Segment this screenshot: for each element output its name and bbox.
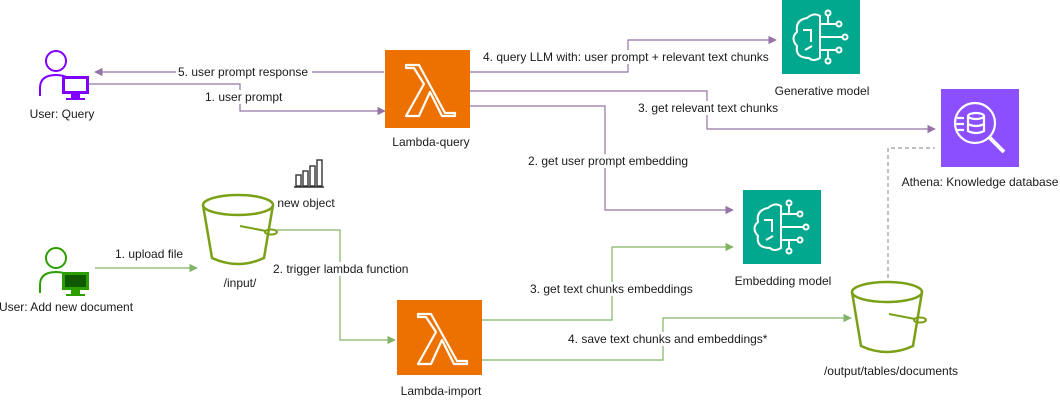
output-bucket-icon [850, 280, 927, 354]
label-user-prompt: 1. user prompt [205, 90, 283, 104]
lambda-query-icon [385, 50, 470, 128]
output-bucket-label: /output/tables/documents [824, 364, 958, 378]
label-relevant-chunks: 3. get relevant text chunks [638, 101, 778, 115]
lambda-import-label: Lambda-import [401, 384, 482, 398]
user-add-icon [39, 247, 89, 296]
input-bucket-label: /input/ [224, 276, 257, 290]
label-save-chunks: 4. save text chunks and embeddings* [568, 332, 768, 346]
athena-icon [941, 89, 1019, 167]
edge-trigger-lambda [277, 229, 396, 345]
generative-model-icon [782, 0, 860, 74]
label-prompt-embedding: 2. get user prompt embedding [528, 154, 688, 168]
lambda-import-icon [397, 300, 482, 375]
label-response: 5. user prompt response [178, 65, 308, 79]
embedding-model-label: Embedding model [735, 274, 832, 288]
input-bucket-icon [201, 193, 278, 266]
new-object-icon [294, 159, 324, 188]
lambda-query-label: Lambda-query [392, 135, 469, 149]
user-query-icon [39, 50, 89, 100]
edge-labels: 1. user prompt 5. user prompt response 4… [113, 50, 782, 346]
label-upload-file: 1. upload file [115, 247, 183, 261]
edge-dashed-association [887, 147, 935, 278]
new-object-label: new object [277, 196, 335, 210]
user-query-label: User: Query [30, 107, 95, 121]
label-trigger-lambda: 2. trigger lambda function [273, 262, 408, 276]
athena-label: Athena: Knowledge database [902, 175, 1059, 189]
generative-model-label: Generative model [775, 84, 870, 98]
label-query-llm: 4. query LLM with: user prompt + relevan… [483, 50, 769, 64]
embedding-model-icon [743, 190, 821, 264]
label-chunks-embeddings: 3. get text chunks embeddings [530, 282, 693, 296]
user-add-label: User: Add new document [0, 300, 134, 314]
